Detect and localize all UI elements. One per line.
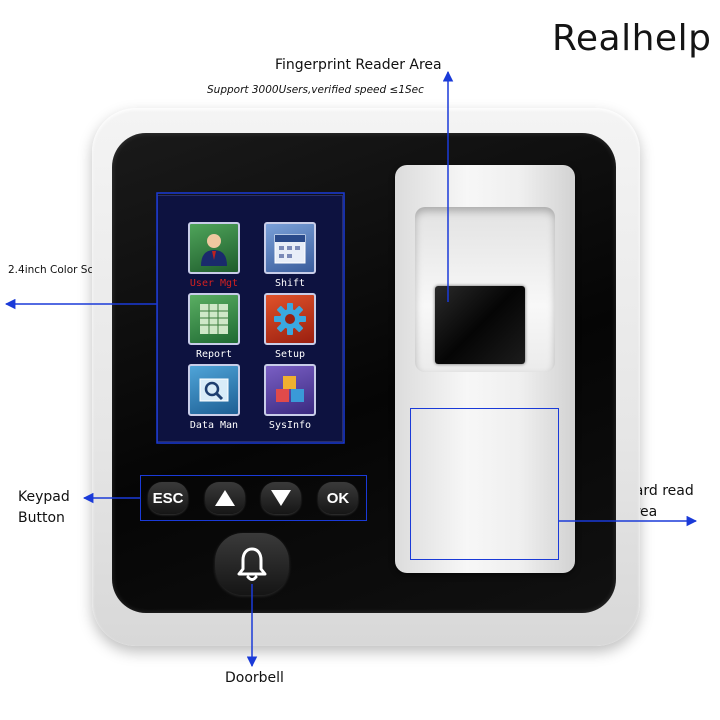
esc-button[interactable]: ESC	[148, 482, 188, 514]
label-doorbell: Doorbell	[225, 670, 284, 686]
label-keypad: Keypad Button	[18, 489, 70, 526]
down-button[interactable]	[261, 482, 301, 514]
menu-label-setup: Setup	[274, 349, 306, 360]
menu-tile-setup[interactable]	[264, 293, 316, 345]
menu-label-shift: Shift	[274, 278, 306, 289]
menu-label-report: Report	[195, 349, 233, 360]
ok-button[interactable]: OK	[318, 482, 358, 514]
menu-tile-report[interactable]	[188, 293, 240, 345]
color-screen: User Mgt Shift Report Setup	[157, 195, 343, 442]
menu-tile-shift[interactable]	[264, 222, 316, 274]
arrow-down-icon	[271, 490, 291, 506]
menu-tile-data-man[interactable]	[188, 364, 240, 416]
spreadsheet-icon	[200, 304, 228, 334]
menu-tile-sysinfo[interactable]	[264, 364, 316, 416]
up-button[interactable]	[205, 482, 245, 514]
menu-label-sysinfo: SysInfo	[268, 420, 312, 431]
blocks-icon	[276, 376, 304, 402]
bell-icon	[237, 547, 267, 581]
brand-logo: Realhelp	[552, 18, 712, 59]
arrow-up-icon	[215, 490, 235, 506]
doorbell-button[interactable]	[215, 533, 289, 595]
label-screen: 2.4inch Color Screen	[8, 264, 117, 276]
menu-tile-user-mgt[interactable]	[188, 222, 240, 274]
fingerprint-sensor[interactable]	[435, 286, 525, 364]
menu-label-data-man: Data Man	[189, 420, 239, 431]
gear-icon	[274, 303, 306, 335]
search-icon	[199, 378, 229, 402]
menu-label-user-mgt: User Mgt	[189, 278, 239, 289]
calendar-icon	[274, 234, 306, 264]
label-fingerprint-sub: Support 3000Users,verified speed ≤1Sec	[207, 84, 424, 96]
keypad-highlight	[140, 475, 367, 521]
label-fingerprint-title: Fingerprint Reader Area	[275, 57, 442, 73]
card-read-area[interactable]	[410, 408, 559, 560]
user-icon	[201, 234, 227, 266]
